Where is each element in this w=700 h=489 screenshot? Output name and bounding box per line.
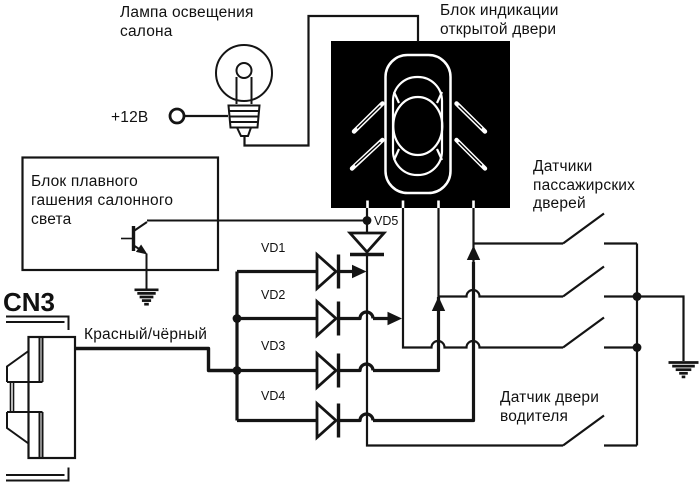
emitter-arrow-icon [135,244,148,255]
indicator-block-body [331,41,510,208]
passenger-switch-3-icon [562,316,637,349]
passenger-switch-2-icon [562,265,637,298]
junction-dot [232,366,242,375]
cn3-connector-icon [6,315,77,482]
diode-label-vd4: VD4 [261,389,286,403]
supply-terminal-icon [168,107,186,125]
indicator-block-pins [366,200,475,208]
junction-dot [362,216,372,225]
diode-vd3-icon [315,350,341,391]
passenger-sensors-label: Датчики пассажирских дверей [533,158,636,212]
open-door-indicator-icons [349,101,488,171]
indicator-block-label: Блок индикации открытой двери [440,2,559,38]
cn3-output-wire [75,346,237,373]
lamp-label: Лампа освещения салона [120,4,254,40]
passenger-switch2-wire [437,208,563,298]
diode-network [235,262,476,423]
dimmer-block-label: Блок плавного гашения салонного света [31,173,174,228]
indicator-block [331,41,510,208]
ground-feed-wire [637,295,685,361]
dimmer-block-box [21,156,220,272]
dimmer-block [21,156,220,306]
door-switches [562,212,685,447]
junction-dot [632,343,642,352]
junction-dots [232,216,642,375]
sensors-ground-icon [668,361,699,379]
cabin-lamp-icon [185,44,273,137]
vd1-arrow-icon [352,264,367,279]
current-arrows [352,245,481,326]
lamp-to-indicator-wire [243,14,420,147]
driver-sensor-label: Датчик двери водителя [500,389,600,425]
supply-label: +12В [111,109,149,126]
driver-switch-wire [365,254,563,447]
junction-dot [232,314,242,323]
diode-vd1-icon [315,251,341,292]
junction-dot [632,292,642,301]
driver-switch-icon [562,414,637,447]
npn-transistor-icon [121,221,148,289]
passenger-switch3-wire [401,208,563,349]
vd4-row-wire [237,262,476,423]
diode-label-vd3: VD3 [261,339,286,353]
diode-label-vd2: VD2 [261,288,286,302]
vd3-arrow-icon [431,296,446,311]
diode-label-vd1: VD1 [261,241,286,255]
diode-vd4-icon [315,400,341,441]
vd2-arrow-icon [387,311,402,326]
connector-label: CN3 [3,287,56,317]
dimmer-ground-icon [134,288,159,306]
diode-symbols [315,251,341,441]
diode-label-vd5: VD5 [374,214,399,228]
vd3-row-wire [237,297,441,373]
wire-color-label: Красный/чёрный [84,326,208,343]
passenger-switch-1-icon [562,212,637,245]
vd2-row-wire [237,310,389,321]
diode-vd2-icon [315,298,341,339]
car-top-view-icon [384,53,452,195]
vd4-arrow-icon [466,245,481,260]
